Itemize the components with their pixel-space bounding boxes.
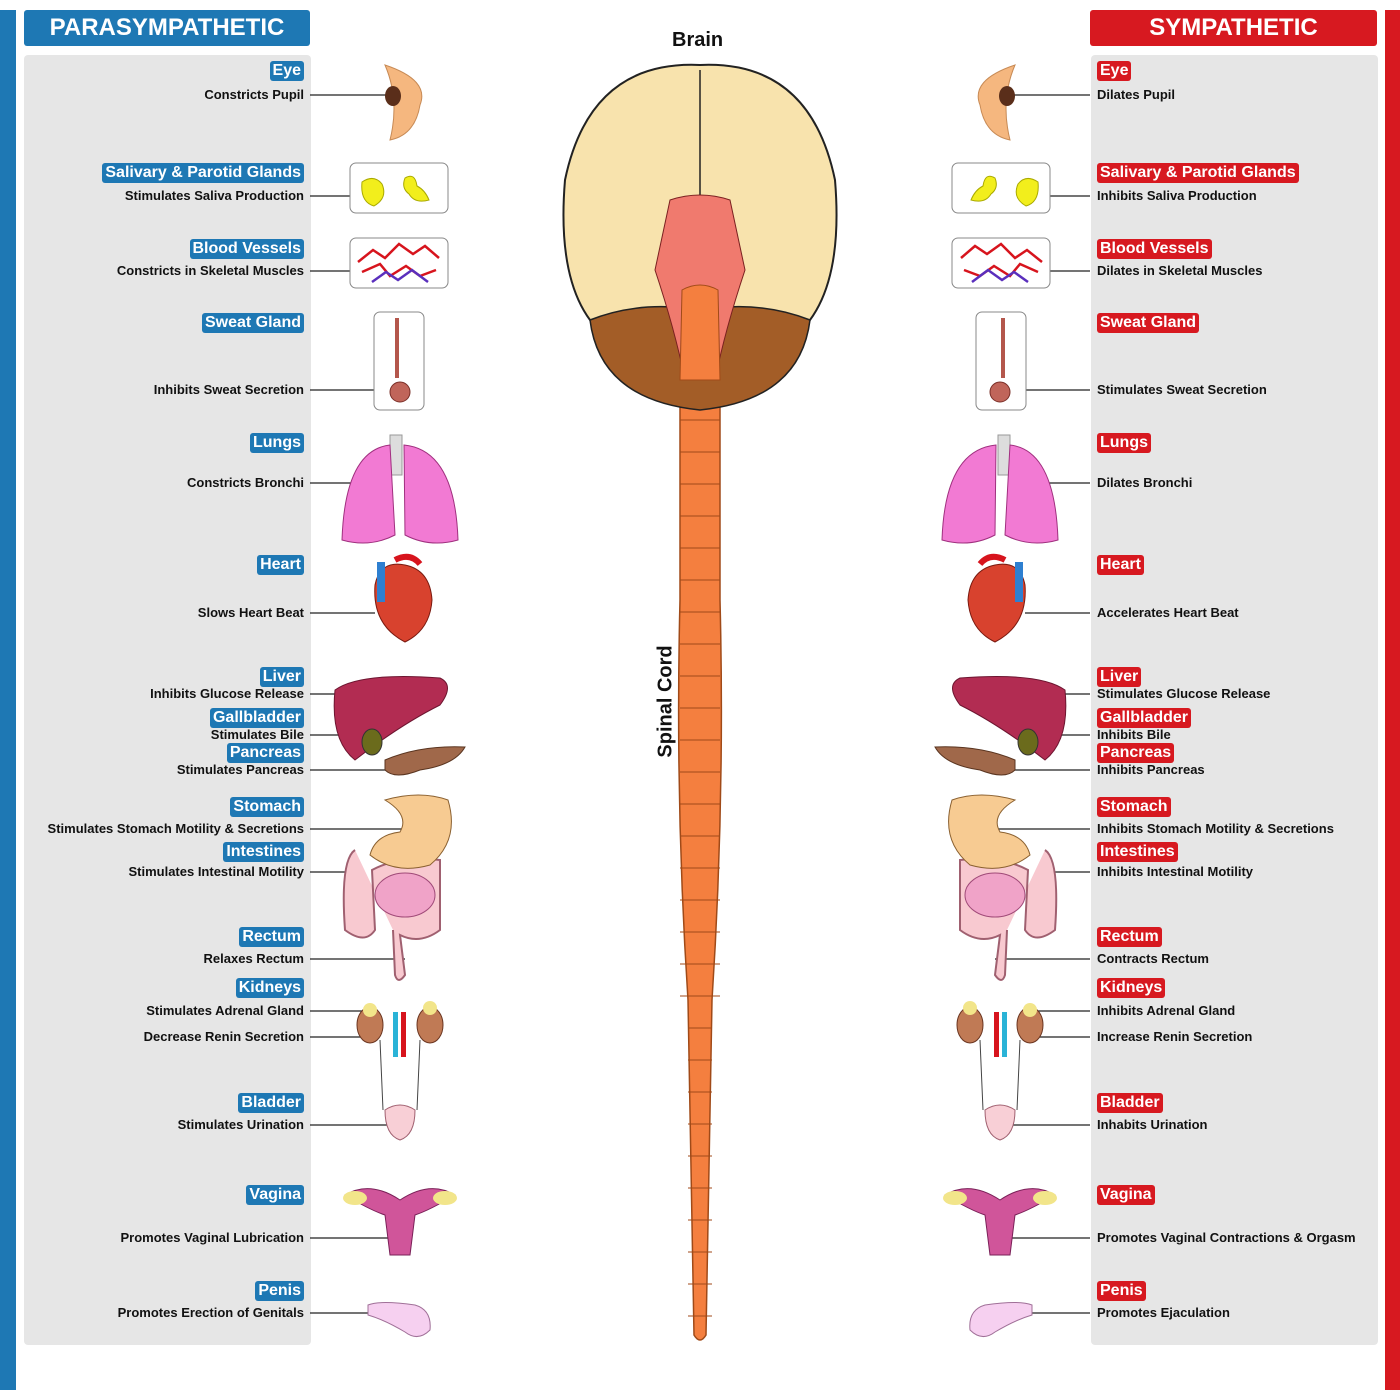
sympathetic-effect-text: Inhibits Pancreas <box>1097 762 1205 777</box>
sympathetic-effect-text: Inhibits Stomach Motility & Secretions <box>1097 821 1334 836</box>
parasympathetic-effect-text: Promotes Erection of Genitals <box>117 1305 304 1320</box>
blood-vessels-icon <box>349 237 449 289</box>
sympathetic-organ-label: Lungs <box>1097 433 1151 453</box>
brain-icon <box>562 63 838 411</box>
sympathetic-organ-label: Gallbladder <box>1097 708 1192 728</box>
parasympathetic-organ-label: Intestines <box>223 842 304 862</box>
liver-icon <box>333 676 448 761</box>
parasympathetic-organ-label: Stomach <box>230 797 304 817</box>
sympathetic-organ-label: Vagina <box>1097 1185 1155 1205</box>
gallbladder-icon <box>361 728 383 756</box>
sympathetic-organ-label: Rectum <box>1097 927 1162 947</box>
parasympathetic-organ-label: Eye <box>269 61 304 81</box>
parasympathetic-organ-label: Pancreas <box>226 743 304 763</box>
parasympathetic-organ-label: Kidneys <box>235 978 304 998</box>
brain-title: Brain <box>672 29 724 51</box>
sympathetic-organ-label: Penis <box>1097 1281 1146 1301</box>
parasympathetic-organ-label: Blood Vessels <box>189 239 304 259</box>
heart-icon <box>374 553 433 643</box>
sympathetic-organ-label: Sweat Gland <box>1097 313 1200 333</box>
parasympathetic-effect-text: Stimulates Stomach Motility & Secretions <box>47 821 304 836</box>
parasympathetic-effect-text: Stimulates Adrenal Gland <box>146 1003 304 1018</box>
parasympathetic-effect-text: Relaxes Rectum <box>203 951 304 966</box>
sympathetic-organ-label: Bladder <box>1097 1093 1163 1113</box>
parasympathetic-effect-text: Decrease Renin Secretion <box>143 1029 304 1044</box>
sympathetic-heading: SYMPATHETIC <box>1090 10 1377 46</box>
sympathetic-panel <box>1091 55 1378 1345</box>
parasympathetic-heading: PARASYMPATHETIC <box>24 10 310 46</box>
sweat-gland-icon <box>373 311 425 411</box>
parasympathetic-effect-text: Stimulates Urination <box>177 1117 304 1132</box>
parasympathetic-organ-label: Lungs <box>250 433 304 453</box>
sympathetic-effect-text: Dilates Bronchi <box>1097 475 1193 490</box>
parasympathetic-effect-text: Stimulates Bile <box>210 727 304 742</box>
spinal-cord-icon <box>677 369 723 1341</box>
eye-icon <box>384 64 423 141</box>
sympathetic-effect-text: Contracts Rectum <box>1097 951 1209 966</box>
sympathetic-organ-label: Intestines <box>1097 842 1178 862</box>
sympathetic-effect-text: Accelerates Heart Beat <box>1097 605 1239 620</box>
penis-icon <box>367 1302 431 1337</box>
spinal-cord-title: Spinal Cord <box>654 645 677 758</box>
sympathetic-organ-label: Eye <box>1097 61 1132 81</box>
parasympathetic-effect-text: Slows Heart Beat <box>197 605 304 620</box>
sympathetic-effect-text: Inhibits Adrenal Gland <box>1097 1003 1236 1018</box>
lungs-icon <box>341 434 459 544</box>
salivary-glands-icon <box>349 162 449 214</box>
sympathetic-effect-text: Inhibits Bile <box>1097 727 1171 742</box>
parasympathetic-effect-text: Constricts in Skeletal Muscles <box>116 263 304 278</box>
sympathetic-side-bar <box>1385 10 1400 1390</box>
stomach-icon <box>369 794 452 869</box>
sympathetic-effect-text: Inhibits Saliva Production <box>1097 188 1257 203</box>
sympathetic-effect-text: Promotes Vaginal Contractions & Orgasm <box>1097 1230 1356 1245</box>
intestines-icon <box>342 849 441 981</box>
sympathetic-organ-label: Liver <box>1097 667 1142 687</box>
sympathetic-effect-text: Inhabits Urination <box>1097 1117 1208 1132</box>
kidneys-icon <box>356 1001 444 1141</box>
parasympathetic-organ-label: Penis <box>255 1281 304 1301</box>
sympathetic-effect-text: Inhibits Intestinal Motility <box>1097 864 1253 879</box>
parasympathetic-organ-label: Salivary & Parotid Glands <box>102 163 304 183</box>
parasympathetic-organ-label: Heart <box>257 555 304 575</box>
sympathetic-effect-text: Increase Renin Secretion <box>1097 1029 1253 1044</box>
parasympathetic-effect-text: Inhibits Sweat Secretion <box>153 382 304 397</box>
parasympathetic-effect-text: Constricts Bronchi <box>186 475 304 490</box>
sympathetic-effect-text: Stimulates Sweat Secretion <box>1097 382 1267 397</box>
parasympathetic-effect-text: Inhibits Glucose Release <box>150 686 304 701</box>
parasympathetic-panel <box>24 55 311 1345</box>
parasympathetic-side-bar <box>0 10 16 1390</box>
parasympathetic-organ-label: Sweat Gland <box>201 313 304 333</box>
parasympathetic-organ-label: Vagina <box>246 1185 304 1205</box>
sympathetic-organ-label: Heart <box>1097 555 1144 575</box>
parasympathetic-effect-text: Promotes Vaginal Lubrication <box>120 1230 304 1245</box>
sympathetic-effect-text: Dilates Pupil <box>1097 87 1176 102</box>
sympathetic-organ-label: Kidneys <box>1097 978 1166 998</box>
parasympathetic-organ-label: Gallbladder <box>209 708 304 728</box>
parasympathetic-effect-text: Constricts Pupil <box>204 87 304 102</box>
sympathetic-effect-text: Promotes Ejaculation <box>1097 1305 1230 1320</box>
parasympathetic-effect-text: Stimulates Pancreas <box>176 762 304 777</box>
sympathetic-organ-label: Salivary & Parotid Glands <box>1097 163 1299 183</box>
sympathetic-organs <box>935 65 1066 1337</box>
sympathetic-organ-label: Stomach <box>1097 797 1171 817</box>
sympathetic-effect-text: Stimulates Glucose Release <box>1097 686 1271 701</box>
parasympathetic-organ-label: Rectum <box>239 927 304 947</box>
sympathetic-organ-label: Blood Vessels <box>1097 239 1212 259</box>
sympathetic-organ-label: Pancreas <box>1097 743 1175 763</box>
parasympathetic-organ-label: Liver <box>259 667 304 687</box>
pancreas-icon <box>384 746 466 776</box>
sympathetic-effect-text: Dilates in Skeletal Muscles <box>1097 263 1263 278</box>
parasympathetic-effect-text: Stimulates Intestinal Motility <box>128 864 304 879</box>
uterus-icon <box>343 1188 457 1256</box>
parasympathetic-organ-label: Bladder <box>238 1093 304 1113</box>
parasympathetic-effect-text: Stimulates Saliva Production <box>124 188 304 203</box>
